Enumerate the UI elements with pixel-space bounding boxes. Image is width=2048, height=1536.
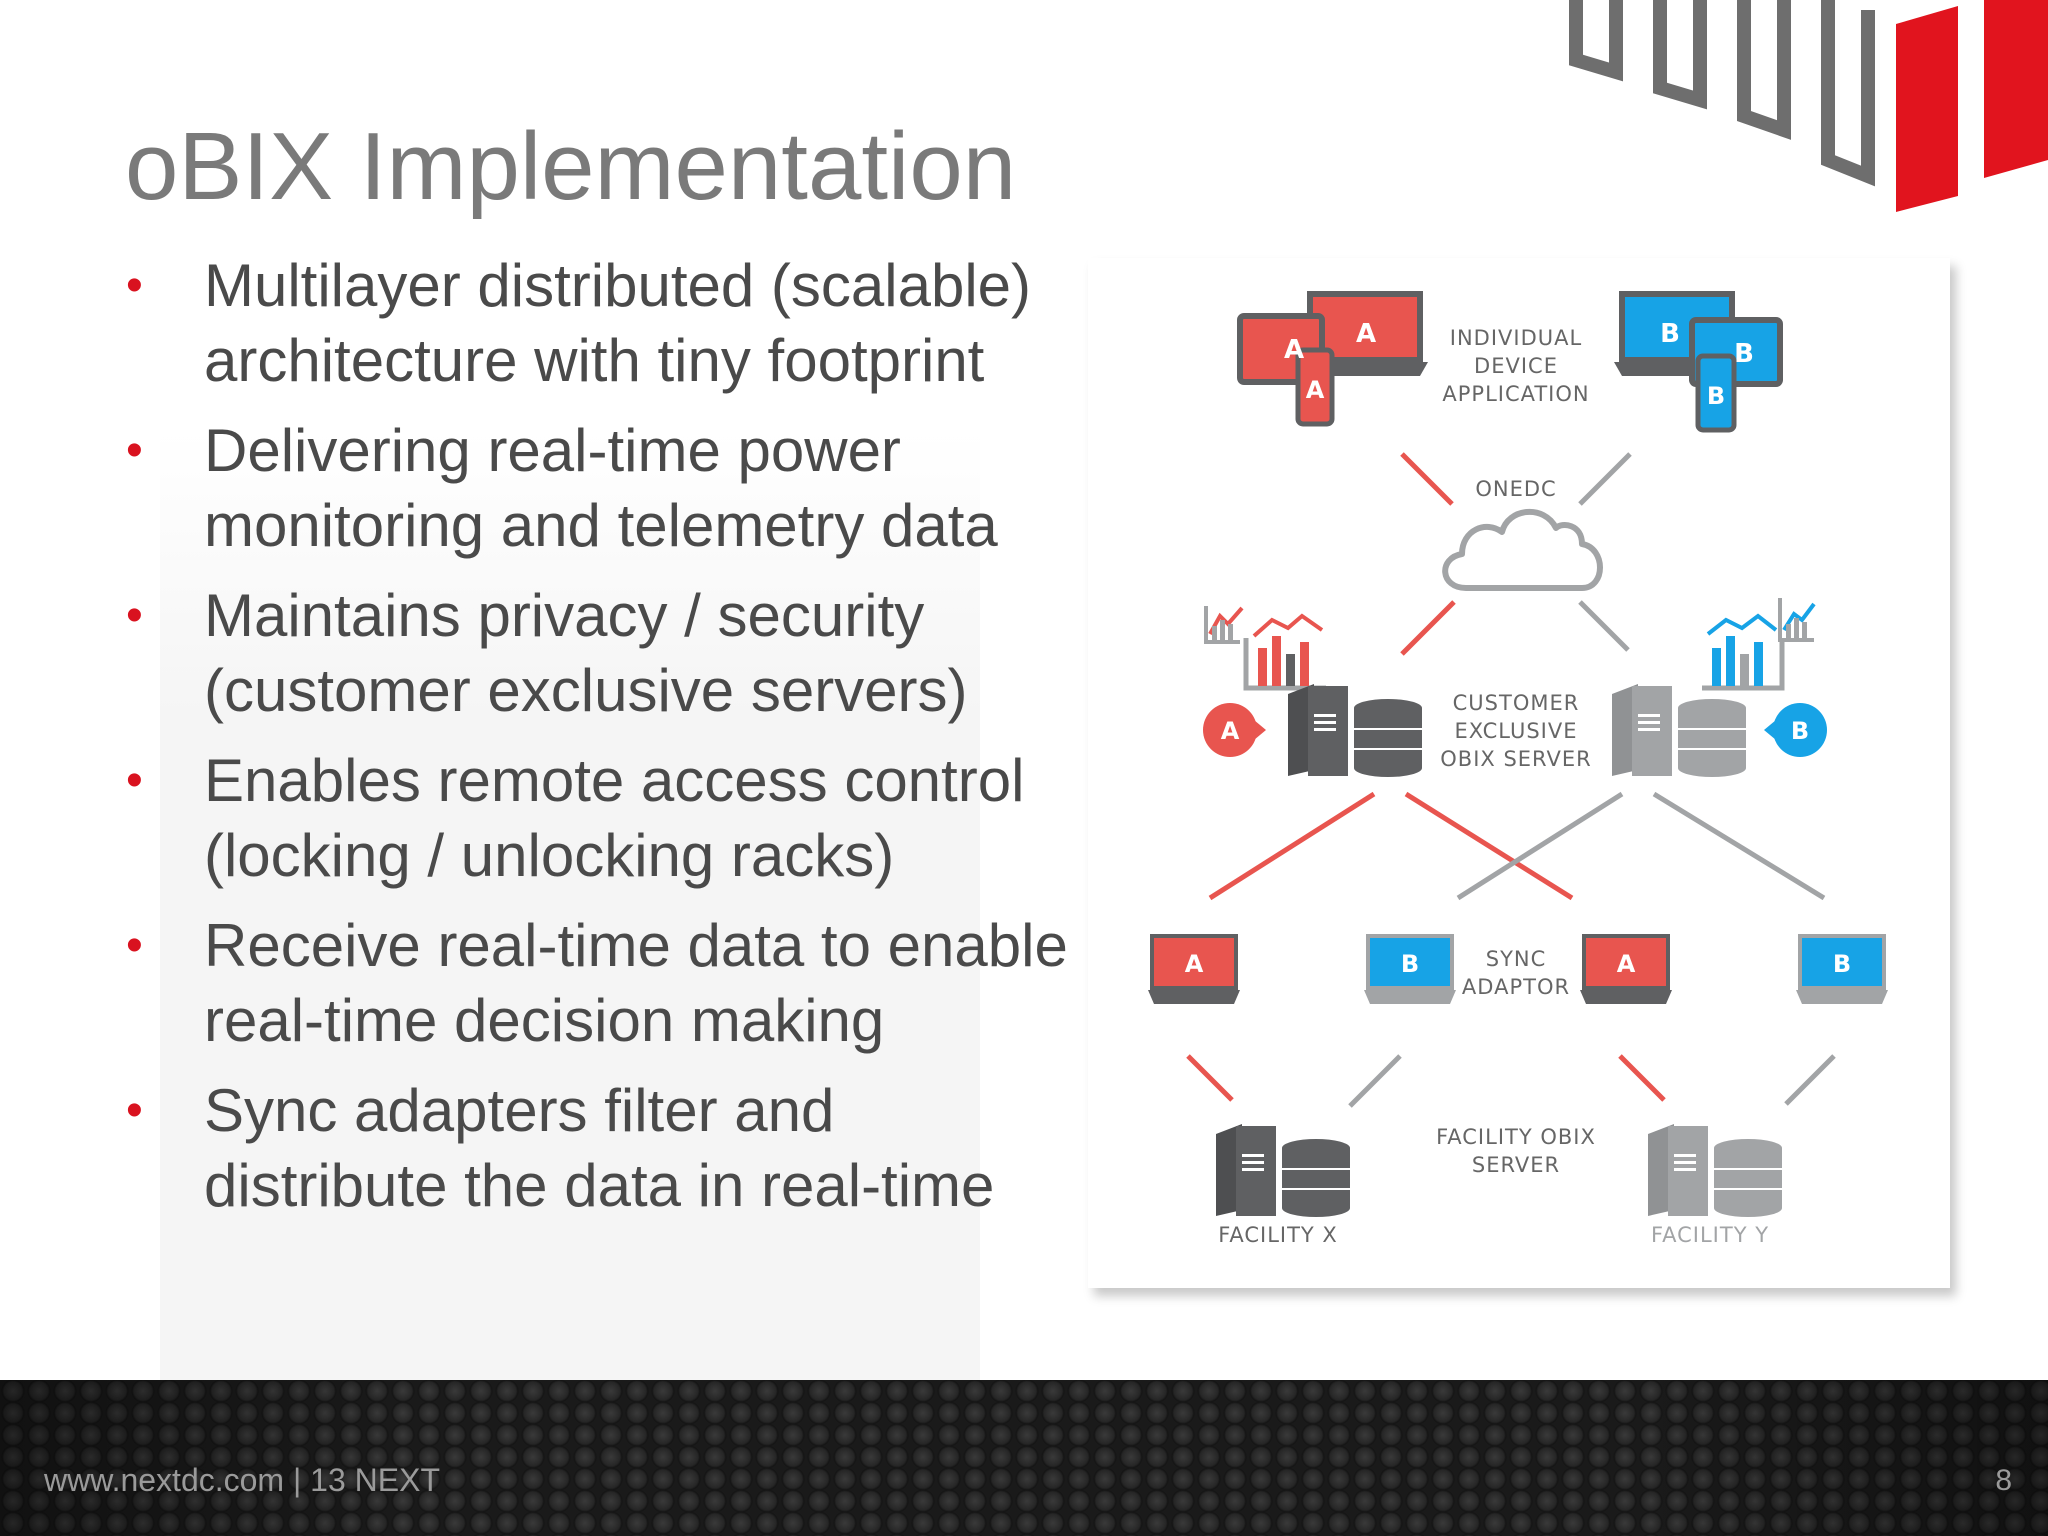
svg-text:ADAPTOR: ADAPTOR [1462,975,1570,999]
page-number: 8 [1995,1464,2012,1497]
badge-a-icon: A [1203,703,1266,757]
laptop-a-icon: A [1578,934,1674,1006]
connector-line [1348,1054,1402,1108]
sync-adaptor-label: SYNC [1486,947,1547,971]
customer-server-label: CUSTOMER [1453,691,1580,715]
architecture-diagram: A A A B B B INDIVIDUAL DEVICE APPLICATIO… [1088,258,1950,1288]
svg-text:DEVICE: DEVICE [1474,354,1558,378]
laptop-b-icon: B [1362,934,1458,1006]
footer-shade [0,1380,2048,1536]
connector-line [1784,1054,1836,1106]
svg-text:B: B [1833,950,1851,978]
connector-line [1652,791,1826,901]
bullet-marker: • [126,1084,143,1137]
bullet-marker: • [126,424,143,477]
individual-device-label: INDIVIDUAL [1450,326,1582,350]
connector-line [1578,452,1632,506]
connector-line [1456,791,1624,901]
bullet-marker: • [126,589,143,642]
svg-text:APPLICATION: APPLICATION [1442,382,1589,406]
laptop-b-icon: B [1794,934,1890,1006]
device-group-a-icon: A A A [1237,291,1428,427]
bullet-item: •Multilayer distributed (scalable) archi… [120,248,1080,398]
laptop-a-icon: A [1146,934,1242,1006]
facility-y-label: FACILITY Y [1651,1223,1769,1247]
bullet-item: •Receive real-time data to enable real-t… [120,908,1080,1058]
facility-y-server-icon [1648,1124,1782,1217]
connector-line [1400,600,1456,656]
bullet-marker: • [126,259,143,312]
connector-line [1618,1054,1666,1102]
svg-text:OBIX SERVER: OBIX SERVER [1440,747,1591,771]
bullet-item: •Sync adapters filter and distribute the… [120,1073,1080,1223]
footer-bar: www.nextdc.com | 13 NEXT 8 [0,1380,2048,1536]
bullet-item: •Enables remote access control (locking … [120,743,1080,893]
bullet-marker: • [126,919,143,972]
svg-text:EXCLUSIVE: EXCLUSIVE [1455,719,1578,743]
svg-text:A: A [1284,335,1304,365]
svg-text:B: B [1734,339,1754,369]
svg-text:A: A [1617,950,1636,978]
bullet-item: •Maintains privacy / security (customer … [120,578,1080,728]
connector-line [1400,452,1454,506]
footer-website: www.nextdc.com | 13 NEXT [44,1462,440,1498]
connector-line [1208,791,1376,901]
analytics-chart-icon [1702,598,1816,691]
svg-text:B: B [1791,717,1809,745]
slide-title: oBIX Implementation [125,113,1017,220]
device-group-b-icon: B B B [1614,291,1783,433]
slide: oBIX Implementation •Multilayer distribu… [120,0,2048,1380]
svg-text:SERVER: SERVER [1472,1153,1560,1177]
bullet-list: •Multilayer distributed (scalable) archi… [120,248,1080,1238]
diagram-canvas: A A A B B B INDIVIDUAL DEVICE APPLICATIO… [1146,291,1890,1247]
svg-text:A: A [1185,950,1204,978]
facility-obix-server-label: FACILITY OBIX [1436,1125,1596,1149]
connector-line [1186,1054,1234,1102]
facility-x-label: FACILITY X [1218,1223,1338,1247]
onedc-label: ONEDC [1475,477,1556,501]
svg-text:B: B [1401,950,1419,978]
svg-text:B: B [1707,382,1725,410]
analytics-chart-icon [1204,606,1326,691]
svg-text:A: A [1221,717,1240,745]
customer-server-b-icon [1612,684,1746,777]
brand-logo [1569,0,2048,212]
svg-text:A: A [1306,376,1325,404]
bullet-marker: • [126,754,143,807]
customer-server-a-icon [1288,684,1422,777]
cloud-icon [1442,509,1603,591]
badge-b-icon: B [1764,703,1827,757]
device-badge-a: A [1356,319,1376,349]
device-badge-b: B [1660,319,1680,349]
connector-line [1578,600,1630,652]
background-glow [160,430,980,1380]
facility-x-server-icon [1216,1124,1350,1217]
connector-line [1404,791,1574,901]
bullet-item: •Delivering real-time power monitoring a… [120,413,1080,563]
